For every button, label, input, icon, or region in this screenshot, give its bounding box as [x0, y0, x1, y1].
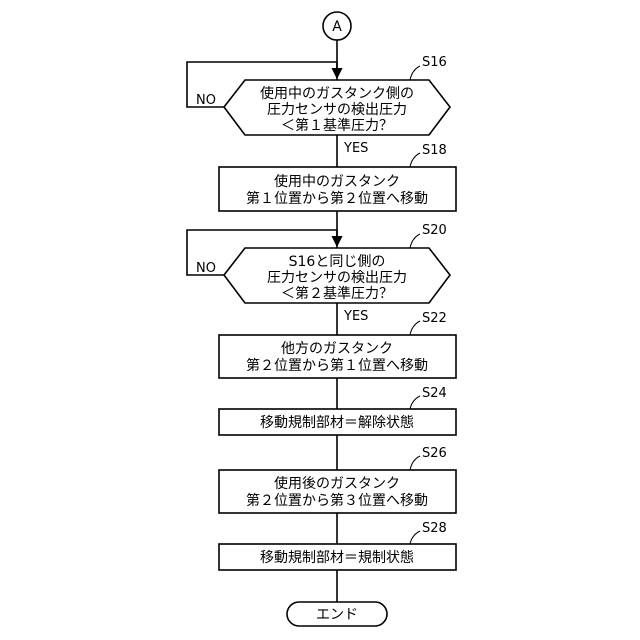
step-id-s18: S18 [422, 143, 447, 158]
step-id-s16: S16 [422, 55, 447, 70]
process-s22-line-2: 第２位置から第１位置へ移動 [246, 357, 428, 374]
step-id-s28: S28 [422, 521, 447, 536]
terminal-end: エンド [287, 602, 387, 626]
connector-a: A [323, 12, 351, 40]
decision-s16-line-1: 使用中のガスタンク側の [260, 85, 414, 102]
step-id-s26: S26 [422, 446, 447, 461]
step-id-s20: S20 [422, 223, 447, 238]
terminal-label: エンド [316, 607, 358, 623]
process-s18-line-2: 第１位置から第２位置へ移動 [246, 190, 428, 207]
no-label-s20: NO [196, 261, 216, 276]
decision-s20-line-3: ＜第２基準圧力？ [281, 285, 393, 302]
decision-s16-line-2: 圧力センサの検出圧力 [267, 102, 407, 118]
decision-s20-line-1: S16と同じ側の [289, 254, 386, 270]
yes-label-s20: YES [343, 309, 368, 324]
connector-label: A [332, 19, 342, 35]
yes-label-s16: YES [343, 141, 368, 156]
process-s28-line-1: 移動規制部材＝規制状態 [260, 550, 414, 566]
process-s26-line-2: 第２位置から第３位置へ移動 [246, 492, 428, 509]
step-id-s24: S24 [422, 386, 447, 401]
decision-s16-line-3: ＜第１基準圧力？ [281, 117, 393, 134]
process-s18-line-1: 使用中のガスタンク [274, 173, 400, 190]
process-s24-line-1: 移動規制部材＝解除状態 [260, 415, 414, 431]
decision-s20-line-2: 圧力センサの検出圧力 [267, 270, 407, 286]
process-s22-line-1: 他方のガスタンク [281, 341, 393, 357]
process-s26-line-1: 使用後のガスタンク [274, 475, 400, 492]
step-id-s22: S22 [422, 311, 447, 326]
no-label-s16: NO [196, 93, 216, 108]
